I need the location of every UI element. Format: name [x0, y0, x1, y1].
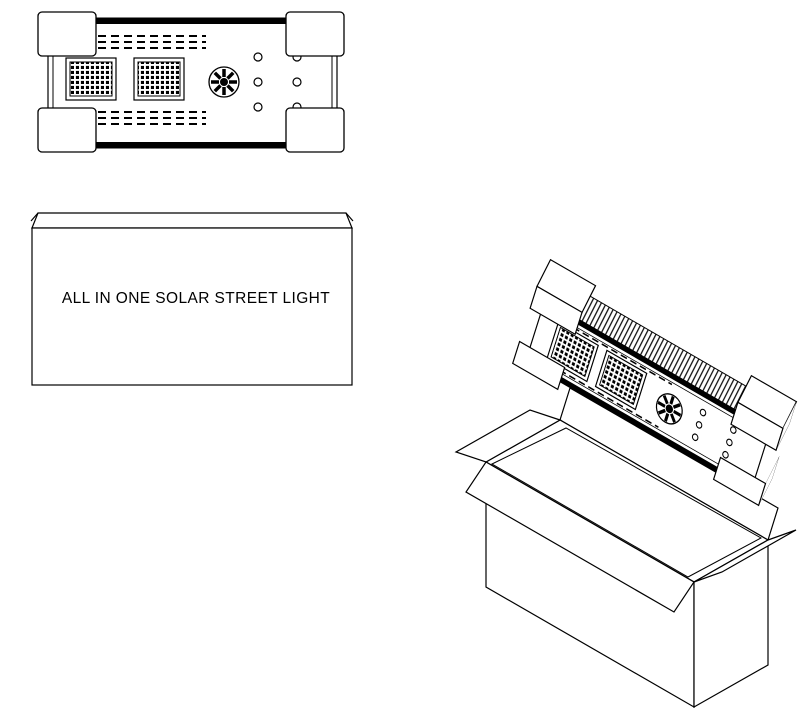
corner-protector [285, 11, 345, 57]
corner-protector-iso-bottom-left [512, 340, 566, 391]
vent-slots-iso-bottom [549, 363, 659, 429]
top-edge-bar-iso [543, 300, 771, 435]
led-module-2 [133, 57, 185, 101]
led-module-1 [65, 57, 117, 101]
corner-protector-iso-top-left [529, 258, 597, 336]
light-face-iso [524, 299, 771, 493]
vent-slots-bottom [98, 111, 206, 125]
top-edge-bar [50, 17, 334, 24]
lid-corner-tick-right [345, 212, 354, 222]
vent-slots-iso-top [563, 321, 673, 386]
corner-protector-iso-top-right [730, 374, 798, 452]
box-opening-inner [490, 427, 763, 578]
box-right-flap [693, 529, 797, 583]
cooling-fan [208, 66, 240, 98]
corner-protectors-top-view [37, 11, 345, 153]
bottom-edge-bar-iso [525, 357, 753, 492]
carton-label: ALL IN ONE SOLAR STREET LIGHT [62, 290, 330, 307]
corner-protector [37, 11, 97, 57]
led-module-iso-1 [546, 321, 599, 383]
corner-protector [285, 107, 345, 153]
carton-body [31, 227, 353, 386]
led-module-iso-2 [594, 349, 648, 411]
packing-isometric-view [454, 258, 798, 709]
box-front-flap [465, 461, 695, 613]
lid-corner-tick-left [30, 212, 39, 222]
screw-holes-iso [691, 408, 737, 459]
box-left-flap [454, 409, 562, 463]
carton-open-box [454, 387, 797, 709]
carton-front-view: ALL IN ONE SOLAR STREET LIGHT [30, 212, 354, 386]
street-light-isometric [512, 258, 798, 507]
corner-protectors-iso [512, 258, 798, 507]
street-light-top-view [37, 11, 345, 153]
corner-protector [37, 107, 97, 153]
bottom-edge-bar [50, 142, 334, 149]
cooling-fan-iso [655, 393, 683, 425]
corner-protector-iso-bottom-right [712, 455, 780, 507]
vent-slots-top [98, 35, 206, 49]
carton-lid [31, 212, 353, 229]
